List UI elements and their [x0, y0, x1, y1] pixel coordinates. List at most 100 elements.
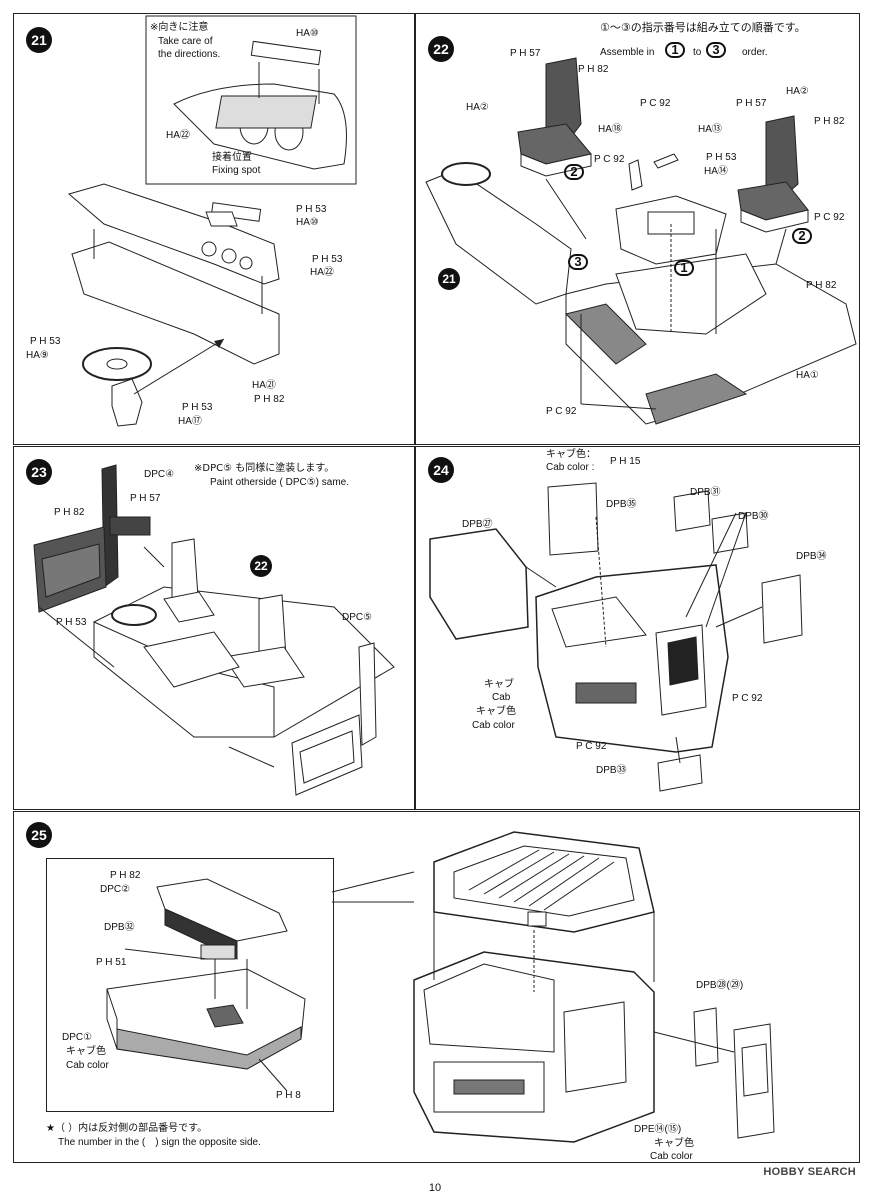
part-label: P H 82	[110, 870, 141, 881]
step-21-panel: 21 ※向きに注意 Take care of the directions. H…	[13, 13, 415, 445]
paint-note-en: Paint otherside ( DPC⑤) same.	[210, 477, 350, 488]
page-number: 10	[428, 1182, 442, 1194]
step-reference-badge: 22	[250, 555, 272, 577]
part-label: DPC⑤	[342, 612, 373, 623]
part-label: HA①	[796, 370, 819, 381]
step-23-illustration	[33, 464, 395, 796]
step-reference-badge: 21	[438, 268, 460, 290]
part-label: P C 92	[640, 98, 671, 109]
part-label: DPC②	[100, 884, 131, 895]
part-label: HA⑭	[704, 166, 728, 177]
part-label: P H 82	[578, 64, 609, 75]
cab-color-en: Cab color	[66, 1060, 109, 1071]
note-jp: ※向きに注意	[150, 22, 209, 33]
step-25-panel: 25	[13, 811, 860, 1163]
fixing-spot-en: Fixing spot	[212, 165, 261, 176]
step-number: 25	[26, 822, 52, 848]
order-badge: 2	[564, 164, 584, 180]
cab-assembly-illustration	[331, 831, 775, 1143]
step-number: 23	[26, 459, 52, 485]
part-label: P C 92	[814, 212, 845, 223]
part-label: DPB㉗	[462, 519, 493, 530]
part-label: P C 92	[576, 741, 607, 752]
part-label: P H 15	[610, 456, 641, 467]
order-badge: 1	[674, 260, 694, 276]
order-badge: 3	[568, 254, 588, 270]
part-label: DPB㉟	[606, 499, 637, 510]
part-label: P H 53	[312, 254, 343, 265]
step-21-illustration	[67, 15, 357, 427]
part-label: HA⑰	[178, 416, 202, 427]
step-24-panel: 24 キャブ色： Cab color : P H 15 DPB㉟ DPB㉛ DP…	[415, 446, 860, 810]
part-label: HA㉒	[166, 130, 190, 141]
order-num-3-badge: 3	[706, 42, 726, 58]
part-label: DPB㉛	[690, 487, 721, 498]
cab-jp: キャブ	[484, 679, 514, 690]
step-number: 24	[428, 457, 454, 483]
note-en-1: Take care of	[158, 36, 213, 47]
cab-color-en: Cab color	[472, 720, 515, 731]
part-label: DPB㉜	[104, 922, 135, 933]
part-label: P C 92	[546, 406, 577, 417]
cab-color-en: Cab color :	[546, 462, 595, 473]
part-label: P C 92	[732, 693, 763, 704]
part-label: HA⑱	[598, 124, 622, 135]
part-label: HA⑬	[698, 124, 722, 135]
part-label: P H 57	[736, 98, 767, 109]
part-label: HA㉒	[310, 267, 334, 278]
part-label: DPB㉘(㉙)	[696, 980, 744, 991]
cab-color-jp: キャブ色	[66, 1046, 106, 1057]
step-22-illustration	[425, 57, 857, 425]
part-label: P H 82	[254, 394, 285, 405]
watermark: HOBBY SEARCH	[763, 1166, 856, 1178]
cab-en: Cab	[492, 692, 511, 703]
step-number: 22	[428, 36, 454, 62]
note-en-2: the directions.	[158, 49, 221, 60]
part-label: P H 82	[806, 280, 837, 291]
cab-color-jp: キャブ色	[654, 1138, 694, 1149]
part-label: P H 53	[706, 152, 737, 163]
paint-note-jp: ※DPC⑤ も同様に塗装します。	[194, 463, 335, 474]
part-label: DPE⑭(⑮)	[634, 1124, 682, 1135]
step-22-panel: 22 ①～③の指示番号は組み立ての順番です。 Assemble in 1 to …	[415, 13, 860, 445]
part-label: DPC④	[144, 469, 175, 480]
rear-shelf-illustration	[106, 878, 306, 1092]
order-num-1-badge: 1	[665, 42, 685, 58]
part-label: P H 53	[30, 336, 61, 347]
footnote-jp: ★（ ）内は反対側の部品番号です。	[46, 1123, 208, 1134]
part-label: P H 51	[96, 957, 127, 968]
part-label: P H 57	[130, 493, 161, 504]
order-note-en-a: Assemble in	[600, 47, 655, 58]
step-number: 21	[26, 27, 52, 53]
part-label: DPC①	[62, 1032, 93, 1043]
order-note-en-b: to	[693, 47, 702, 58]
cab-color-en: Cab color	[650, 1151, 693, 1162]
order-badge: 2	[792, 228, 812, 244]
part-label: HA②	[786, 86, 809, 97]
part-label: HA②	[466, 102, 489, 113]
part-label: HA㉑	[252, 380, 276, 391]
rear-shelf-inset	[46, 858, 334, 1112]
step-24-illustration	[429, 482, 803, 792]
cab-color-jp: キャブ色	[476, 706, 516, 717]
part-label: DPB㉞	[796, 551, 827, 562]
part-label: DPB㉚	[738, 511, 769, 522]
part-label: P H 57	[510, 48, 541, 59]
footnote-en: The number in the ( ) sign the opposite …	[58, 1137, 261, 1148]
part-label: P H 82	[54, 507, 85, 518]
part-label: P H 53	[56, 617, 87, 628]
fixing-spot-jp: 接着位置	[212, 152, 252, 163]
step-23-panel: 23 DPC④ ※DPC⑤ も同様に塗装します。 Paint otherside…	[13, 446, 415, 810]
part-label: DPB㉝	[596, 765, 627, 776]
part-label: P H 53	[182, 402, 213, 413]
part-label: P H 53	[296, 204, 327, 215]
part-label: P H 8	[276, 1090, 301, 1101]
cab-color-jp: キャブ色：	[546, 449, 596, 460]
part-label: HA⑩	[296, 217, 319, 228]
order-note-jp: ①～③の指示番号は組み立ての順番です。	[600, 21, 806, 34]
part-label: P H 82	[814, 116, 845, 127]
part-label: P C 92	[594, 154, 625, 165]
part-label: HA⑨	[26, 350, 49, 361]
order-note-en-c: order.	[742, 47, 768, 58]
part-label: HA⑩	[296, 28, 319, 39]
